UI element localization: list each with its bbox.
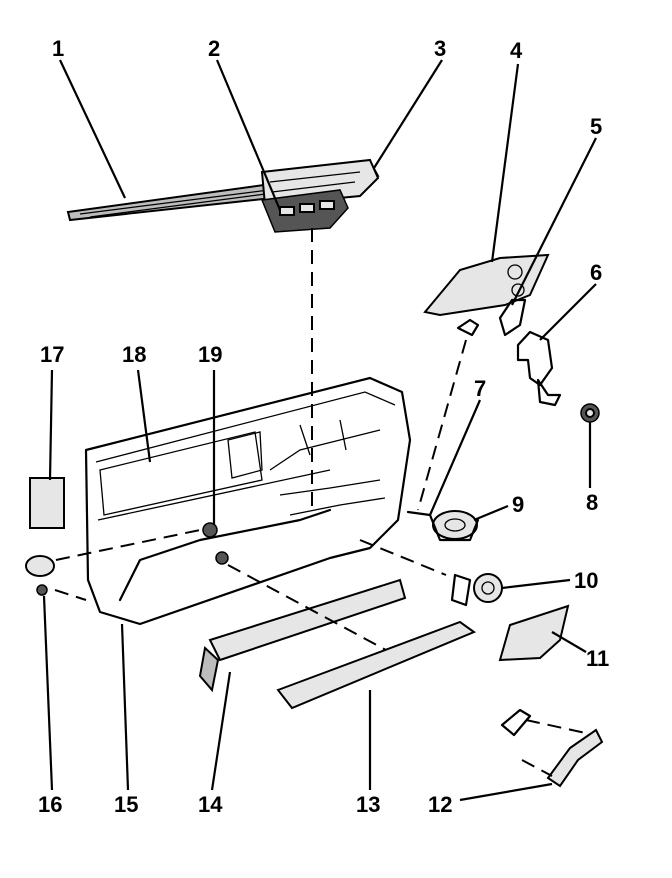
callout-19: 19 [198, 342, 222, 367]
part-4-bezel [423, 253, 550, 317]
part-18-upper-pad [99, 431, 263, 516]
callout-14: 14 [198, 792, 223, 817]
callout-11: 11 [586, 646, 609, 671]
part-13-lower-insert [276, 620, 477, 710]
callout-8: 8 [586, 490, 598, 515]
part-2-switch-panel [260, 189, 349, 233]
part-17-strip [29, 477, 65, 529]
part-8-grommet [580, 403, 600, 423]
part-14-map-pocket-trim [198, 578, 407, 693]
callout-12: 12 [428, 792, 452, 817]
callout-5: 5 [590, 114, 602, 139]
callout-13: 13 [356, 792, 380, 817]
callout-7: 7 [474, 376, 486, 401]
callout-18: 18 [122, 342, 146, 367]
part-7-clip [456, 318, 480, 337]
callout-1: 1 [52, 36, 64, 61]
leader-lines [42, 59, 597, 802]
part-6-inside-handle [516, 330, 562, 407]
part-11-armrest-cover [498, 604, 570, 662]
callout-3: 3 [434, 36, 446, 61]
part-5-handle-bracket [498, 298, 527, 337]
callout-labels: 1 2 3 4 5 6 7 8 9 10 11 12 13 14 15 16 1… [38, 36, 609, 817]
part-12-pull-handle [500, 708, 604, 788]
part-9-switch-assembly [406, 510, 480, 542]
callout-4: 4 [510, 38, 523, 63]
part-19-screw [202, 522, 229, 565]
part-10-speaker [450, 573, 503, 607]
callout-6: 6 [590, 260, 602, 285]
callout-15: 15 [114, 792, 138, 817]
door-mechanism-rods [269, 419, 386, 516]
callout-2: 2 [208, 36, 220, 61]
callout-9: 9 [512, 492, 524, 517]
part-16-fastener [25, 555, 55, 596]
callout-17: 17 [40, 342, 64, 367]
callout-10: 10 [574, 568, 598, 593]
alignment-dashed-lines [54, 228, 591, 777]
callout-16: 16 [38, 792, 62, 817]
part-15-door-trim-panel [84, 376, 412, 626]
